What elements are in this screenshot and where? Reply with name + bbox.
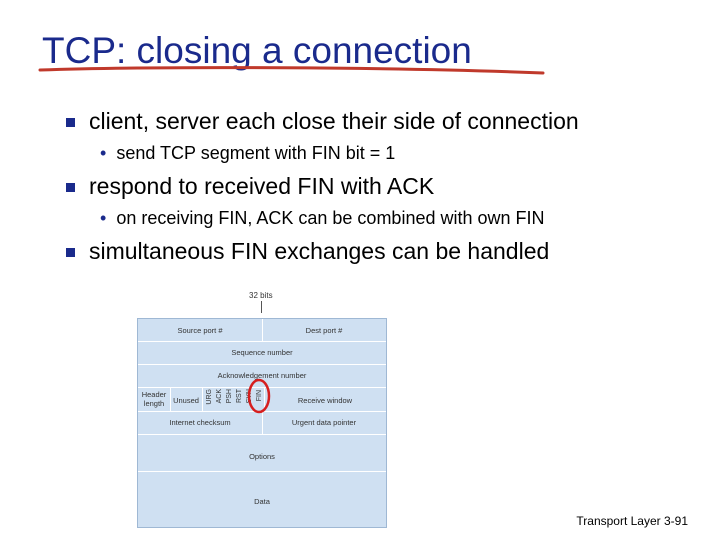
divider xyxy=(262,319,263,341)
divider xyxy=(262,411,263,434)
bits-tick xyxy=(261,301,262,313)
sub-bullet-2-text: on receiving FIN, ACK can be combined wi… xyxy=(116,208,545,228)
row-divider xyxy=(138,364,386,365)
bullet-1: client, server each close their side of … xyxy=(66,108,579,135)
bullet-3: simultaneous FIN exchanges can be handle… xyxy=(66,238,549,265)
sub-bullet-2: • on receiving FIN, ACK can be combined … xyxy=(100,208,545,229)
options-field: Options xyxy=(249,452,275,461)
sub-bullet-1: • send TCP segment with FIN bit = 1 xyxy=(100,143,395,164)
source-port-field: Source port # xyxy=(177,326,223,335)
data-field: Data xyxy=(254,497,270,506)
row-divider xyxy=(138,387,386,388)
header-length-field: Header length xyxy=(141,390,167,408)
slide-title: TCP: closing a connection xyxy=(42,30,472,71)
bits-label: 32 bits xyxy=(249,291,273,300)
bullet-2: respond to received FIN with ACK xyxy=(66,173,434,200)
bullet-2-text: respond to received FIN with ACK xyxy=(89,173,435,199)
checksum-field: Internet checksum xyxy=(169,418,231,427)
divider xyxy=(264,387,265,411)
slide-footer: Transport Layer 3-91 xyxy=(576,514,688,528)
unused-field: Unused xyxy=(173,396,199,405)
sequence-number-field: Sequence number xyxy=(231,348,293,357)
divider xyxy=(170,387,171,411)
bullet-1-text: client, server each close their side of … xyxy=(89,108,579,134)
bullet-dot-icon: • xyxy=(100,208,107,228)
tcp-segment-diagram: Source port # Dest port # Sequence numbe… xyxy=(137,318,387,528)
title-underline xyxy=(38,66,545,75)
bullet-square-icon xyxy=(66,118,75,127)
urgent-pointer-field: Urgent data pointer xyxy=(291,418,357,427)
bullet-square-icon xyxy=(66,248,75,257)
row-divider xyxy=(138,434,386,435)
row-divider xyxy=(138,341,386,342)
bullet-square-icon xyxy=(66,183,75,192)
dest-port-field: Dest port # xyxy=(305,326,343,335)
ack-flag: ACK xyxy=(216,389,223,404)
receive-window-field: Receive window xyxy=(297,396,353,405)
bullet-dot-icon: • xyxy=(100,143,107,163)
rst-flag: RST xyxy=(236,389,243,403)
urg-flag: URG xyxy=(206,389,213,405)
bullet-3-text: simultaneous FIN exchanges can be handle… xyxy=(89,238,550,264)
row-divider xyxy=(138,471,386,472)
divider xyxy=(202,387,203,411)
psh-flag: PSH xyxy=(226,389,233,404)
ack-number-field: Acknowledgement number xyxy=(217,371,307,380)
sub-bullet-1-text: send TCP segment with FIN bit = 1 xyxy=(116,143,396,163)
fin-highlight-circle xyxy=(247,378,271,414)
